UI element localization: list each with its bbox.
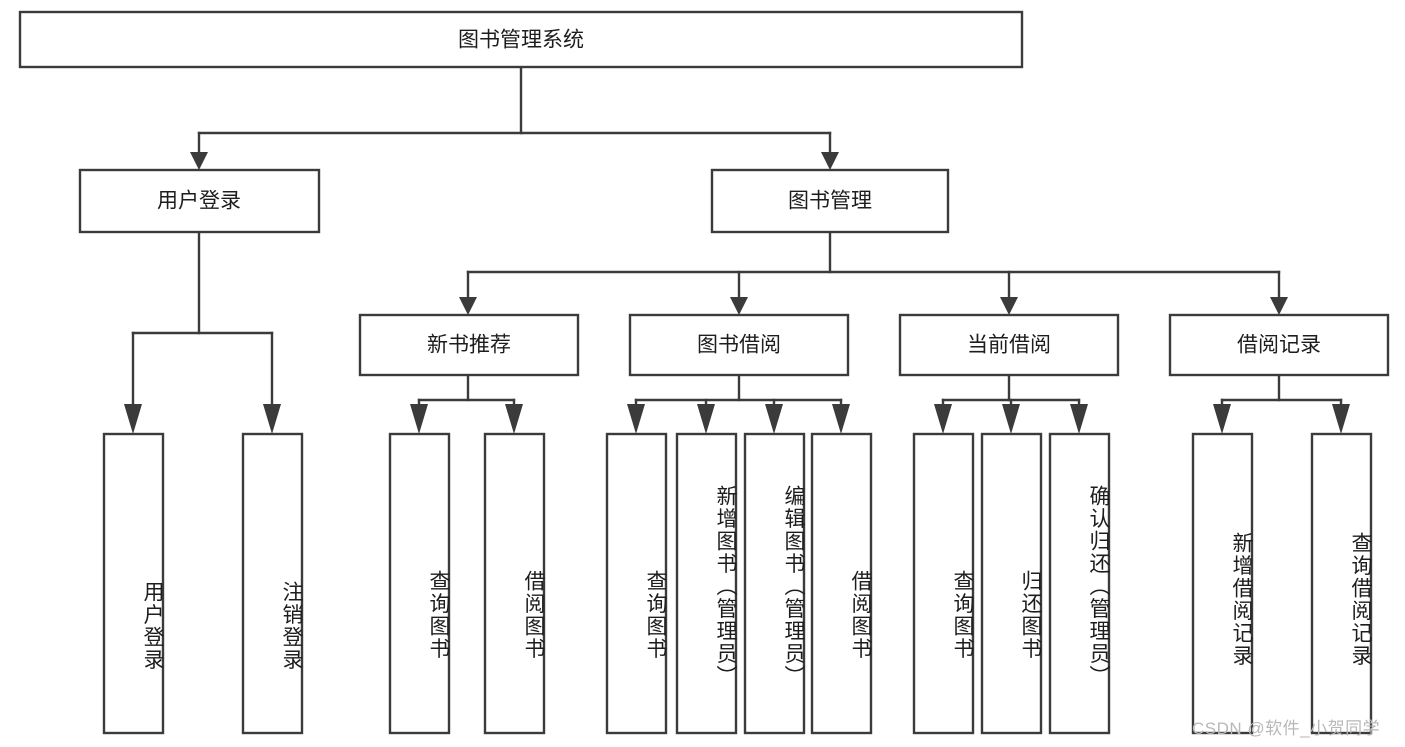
- node-leaf-user-login[interactable]: [102, 432, 165, 735]
- node-leaf-nb-borrow-book[interactable]: [483, 432, 546, 735]
- arrow-icon-leaf-nb-1: [410, 404, 428, 434]
- csdn-watermark: CSDN @软件_小贺同学: [1192, 719, 1381, 738]
- arrowhead-layer: [124, 152, 1350, 434]
- arrow-icon-leaf-logout: [263, 404, 281, 434]
- connector-layer: [131, 65, 1343, 406]
- node-new-book-recommend[interactable]: [358, 313, 580, 377]
- label-book-borrow: 图书借阅: [697, 334, 781, 357]
- node-leaf-cb-query-book[interactable]: [912, 432, 975, 735]
- node-current-borrow[interactable]: [898, 313, 1120, 377]
- node-leaf-bb-query-book[interactable]: [605, 432, 668, 735]
- arrow-icon-user-login: [190, 152, 208, 170]
- label-book-manage: 图书管理: [788, 190, 872, 213]
- arrow-icon-leaf-br-1: [1213, 404, 1231, 434]
- arrow-icon-leaf-bb-3: [765, 404, 783, 434]
- arrow-icon-leaf-cb-3: [1070, 404, 1088, 434]
- node-leaf-bb-borrow-book[interactable]: [810, 432, 873, 735]
- horizontal-label-layer: 图书管理系统 用户登录 图书管理 新书推荐 图书借阅 当前借阅 借阅记录: [157, 29, 1321, 357]
- node-leaf-logout[interactable]: [241, 432, 304, 735]
- label-borrow-record: 借阅记录: [1237, 334, 1321, 357]
- node-leaf-cb-return-book[interactable]: [980, 432, 1043, 735]
- label-current-borrow: 当前借阅: [967, 334, 1051, 357]
- arrow-icon-leaf-cb-1: [934, 404, 952, 434]
- node-book-manage[interactable]: [710, 168, 950, 234]
- arrow-icon-leaf-user-login: [124, 404, 142, 434]
- node-root-system[interactable]: [18, 10, 1024, 69]
- node-box-layer: [18, 10, 1390, 735]
- node-leaf-bb-add-book[interactable]: [675, 432, 738, 735]
- label-user-login: 用户登录: [157, 190, 241, 213]
- node-leaf-bb-edit-book[interactable]: [743, 432, 806, 735]
- arrow-icon-borrow-record: [1270, 297, 1288, 315]
- arrow-icon-leaf-bb-1: [627, 404, 645, 434]
- arrow-icon-book-manage: [821, 152, 839, 170]
- node-borrow-record[interactable]: [1168, 313, 1390, 377]
- arrow-icon-new-book: [459, 297, 477, 315]
- arrow-icon-leaf-bb-4: [832, 404, 850, 434]
- node-book-borrow[interactable]: [628, 313, 850, 377]
- arrow-icon-leaf-bb-2: [697, 404, 715, 434]
- label-new-book-recommend: 新书推荐: [427, 334, 511, 357]
- arrow-icon-book-borrow: [730, 297, 748, 315]
- node-leaf-nb-query-book[interactable]: [388, 432, 451, 735]
- arrow-icon-leaf-nb-2: [505, 404, 523, 434]
- arrow-icon-current-borrow: [1000, 297, 1018, 315]
- arrow-icon-leaf-br-2: [1332, 404, 1350, 434]
- node-leaf-br-query-record[interactable]: [1310, 432, 1373, 735]
- arrow-icon-leaf-cb-2: [1002, 404, 1020, 434]
- label-root-system: 图书管理系统: [458, 29, 584, 52]
- node-leaf-cb-confirm-return[interactable]: [1048, 432, 1111, 735]
- node-user-login[interactable]: [78, 168, 321, 234]
- node-leaf-br-add-record[interactable]: [1191, 432, 1254, 735]
